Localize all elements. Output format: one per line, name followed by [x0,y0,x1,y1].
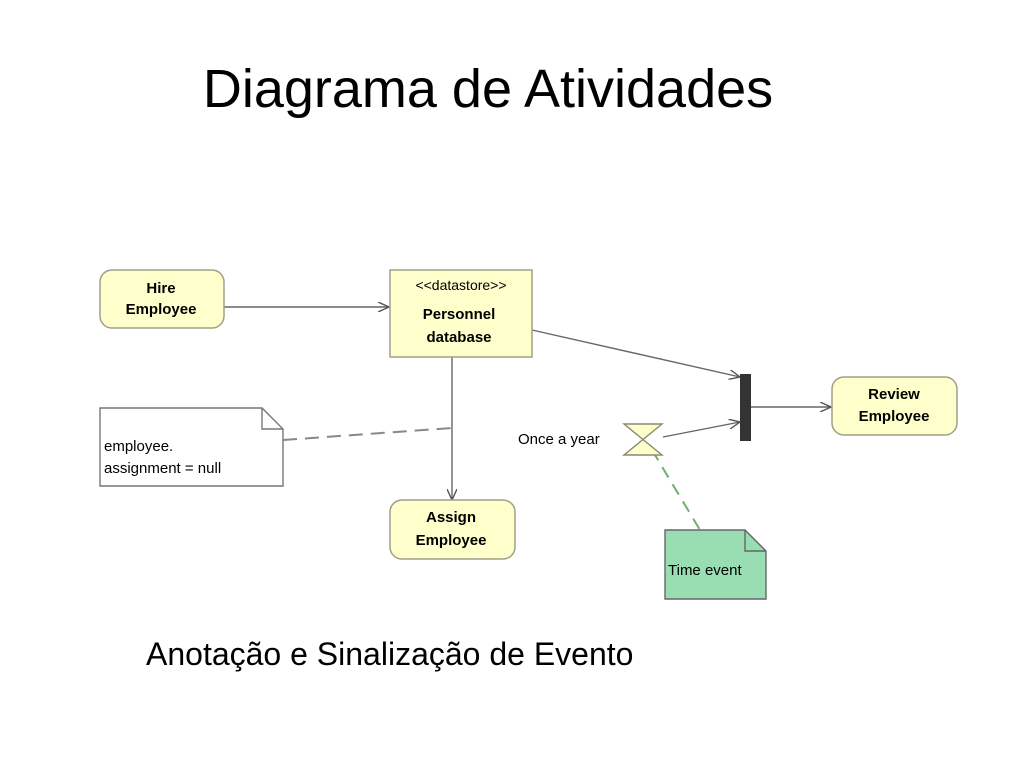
note-time-event: Time event [664,529,767,600]
datastore-name-line1: Personnel [423,306,496,323]
action-hire-employee[interactable]: Hire Employee [99,269,225,329]
note-line1: employee. [104,438,173,455]
action-assign-line1: Assign [426,509,476,526]
datastore-stereotype: <<datastore>> [415,277,506,293]
time-event-link-dashed [651,449,701,531]
action-assign-employee[interactable]: Assign Employee [389,499,516,560]
slide-title: Diagrama de Atividades [202,59,774,119]
flow-datastore-to-join [531,329,740,377]
time-event-hourglass-icon[interactable] [622,423,664,456]
note-assignment-null: employee. assignment = null [99,407,284,487]
action-review-employee[interactable]: Review Employee [831,376,958,436]
action-hire-line1: Hire [146,280,175,297]
action-hire-line2: Employee [126,301,197,318]
flow-time-event-to-join [662,422,740,438]
note-link-dashed [282,427,453,441]
action-assign-line2: Employee [416,532,487,549]
slide-caption: Anotação e Sinalização de Evento [146,636,634,672]
time-event-label: Once a year [518,431,600,448]
action-review-line2: Employee [859,408,930,425]
note-line2: assignment = null [104,460,221,477]
time-event-note-text: Time event [668,562,742,579]
action-review-line1: Review [868,386,920,403]
fork-join-bar [740,374,751,441]
datastore-personnel-database[interactable]: <<datastore>> Personnel database [389,269,533,358]
datastore-name-line2: database [426,329,491,346]
